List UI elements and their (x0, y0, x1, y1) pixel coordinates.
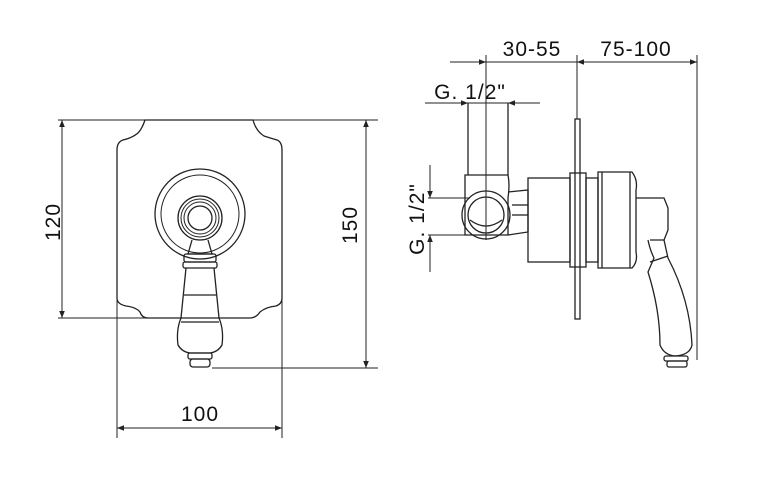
spindle-ring (187, 205, 213, 231)
dim-plate-height: 120 (42, 203, 65, 241)
dim-inlet-thread: G. 1/2" (406, 183, 429, 255)
wall-plate-side (574, 118, 581, 320)
escutcheon-inner (160, 174, 240, 254)
dim-total-height: 150 (339, 206, 362, 244)
front-dimension-lines (58, 119, 378, 438)
front-view: 120 150 100 (42, 119, 378, 438)
wall-plate (116, 119, 283, 319)
spindle-ring (177, 195, 223, 241)
spindle-ring (180, 198, 220, 238)
dim-plate-width: 100 (181, 403, 219, 426)
dim-outlet-thread: G. 1/2" (434, 81, 506, 104)
dim-projection: 75-100 (600, 38, 671, 61)
side-view: 30-55 75-100 G. 1/2" G. 1/2" (406, 38, 698, 368)
escutcheon-outer (154, 168, 246, 260)
side-dimension-lines (425, 55, 698, 360)
lever-handle (176, 239, 224, 368)
spindle-ring (183, 201, 217, 235)
valve-body (461, 103, 693, 368)
dim-wall-depth: 30-55 (503, 38, 562, 61)
